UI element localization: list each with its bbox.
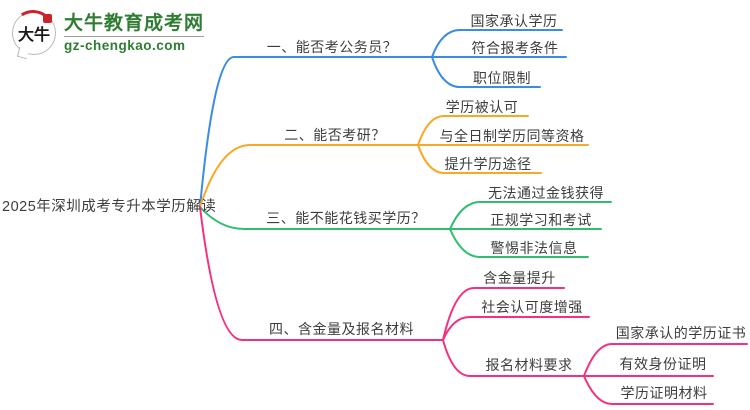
branch-3-child-3-line [449,228,589,258]
branch-4-child-2-node: 社会认可度增强 [481,299,583,315]
branch-2-child-2-node: 与全日制学历同等资格 [439,128,585,144]
branch-1-line [199,56,433,208]
root-node: 2025年深圳成考专升本学历解读 [2,199,217,215]
branch-4-child-3-node: 报名材料要求 [485,357,573,373]
branch-4-grandchild-1-node: 国家承认的学历证书 [615,325,747,341]
logo-speech-bubble-icon: 大牛 [6,5,60,60]
branch-2-child-3-line [417,144,542,174]
branch-2-line [199,144,419,208]
branch-4-child-2-line [442,316,590,341]
branch-2-child-1-node: 学历被认可 [445,99,519,115]
branch-3-child-3-node: 警惕非法信息 [490,240,578,256]
branch-1-child-1-line [431,29,563,58]
branch-3-child-1-line [449,201,612,230]
branch-4-child-3-line [442,339,585,377]
branch-3-child-1-node: 无法通过金钱获得 [488,185,604,201]
branch-4-grandchild-3-line [583,375,714,405]
branch-1-child-3-node: 职位限制 [473,70,531,86]
logo-seal-icon [43,14,52,23]
branch-1-node: 一、能否考公务员？ [266,39,398,55]
logo-text-block: 大牛教育成考网 gz-chengkao.com [64,13,205,53]
branch-4-child-1-line [442,287,565,341]
branch-4-line [199,206,444,341]
site-url: gz-chengkao.com [64,38,186,53]
branch-1-child-1-node: 国家承认学历 [470,13,558,29]
branch-4-node: 四、含金量及报名材料 [269,321,414,337]
branch-4-grandchild-3-node: 学历证明材料 [620,385,708,401]
branch-2-child-1-line [417,115,529,146]
site-logo: 大牛 大牛教育成考网 gz-chengkao.com [6,5,205,60]
branch-4-child-1-node: 含金量提升 [483,270,556,286]
branch-1-child-3-line [431,56,541,88]
branch-2-node: 二、能否考研？ [284,127,386,143]
branch-3-line [199,206,451,230]
logo-icon-text: 大牛 [17,27,50,44]
branch-3-node: 三、能不能花钱买学历？ [266,210,426,226]
branch-2-child-3-node: 提升学历途径 [444,156,532,172]
branch-4-grandchild-1-line [583,343,748,377]
branch-1-child-2-node: 符合报考条件 [471,40,559,56]
branch-4-grandchild-2-node: 有效身份证明 [619,356,707,372]
branch-3-child-2-node: 正规学习和考试 [490,212,592,228]
logo-divider [64,36,205,37]
site-name: 大牛教育成考网 [64,13,205,34]
